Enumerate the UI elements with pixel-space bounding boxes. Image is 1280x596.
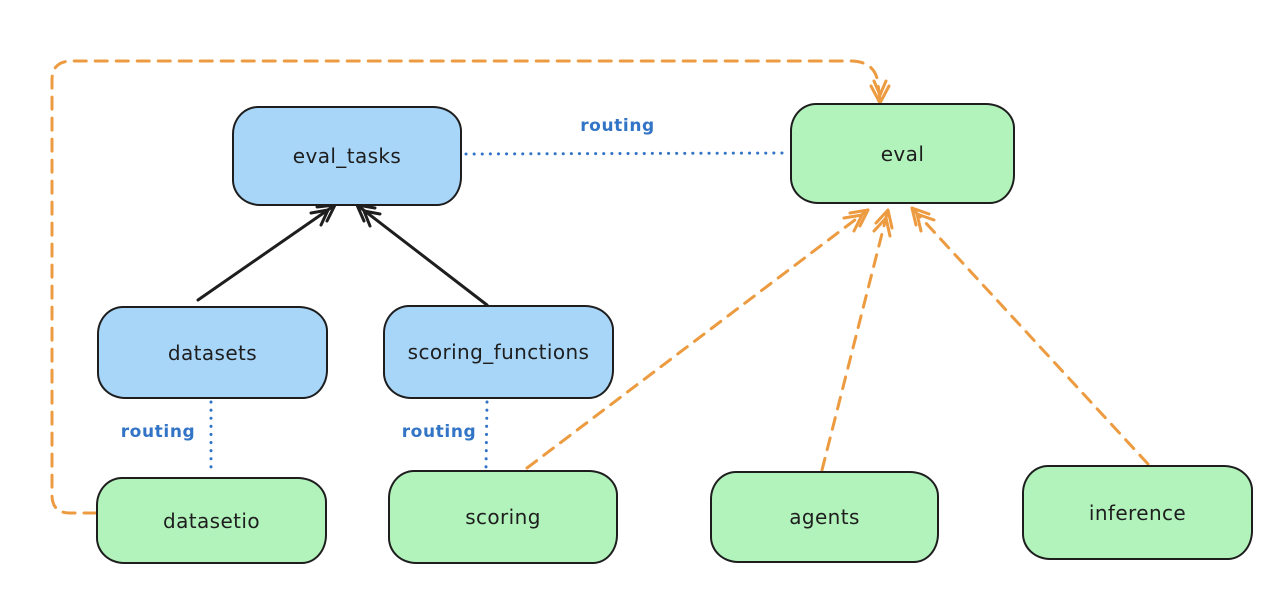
node-scoring-label: scoring (465, 505, 541, 529)
node-eval-tasks: eval_tasks (232, 106, 462, 206)
node-inference-label: inference (1088, 500, 1187, 525)
node-scoring-functions: scoring_functions (383, 305, 614, 399)
edge-label-routing-datasets-datasetio: routing (120, 422, 196, 442)
edge-scoring-functions-to-eval-tasks (355, 203, 489, 307)
edge-label-routing-eval-tasks-eval: routing (580, 116, 655, 136)
edge-datasetio-to-eval (50, 59, 891, 515)
edge-label-routing-scoring-functions-scoring: routing (401, 422, 477, 442)
node-scoring-functions-label: scoring_functions (407, 340, 590, 364)
node-eval: eval (790, 103, 1015, 204)
node-agents: agents (710, 471, 939, 563)
node-datasetio: datasetio (96, 477, 327, 564)
node-agents-label: agents (789, 505, 860, 529)
edge-routing-eval-tasks-to-eval (464, 151, 788, 156)
node-datasets: datasets (97, 306, 328, 399)
node-eval-label: eval (880, 141, 925, 166)
node-eval-tasks-label: eval_tasks (292, 144, 402, 168)
edge-datasets-to-eval-tasks (196, 203, 337, 302)
node-inference: inference (1022, 465, 1253, 560)
edge-agents-to-eval (820, 208, 894, 472)
edge-inference-to-eval (910, 206, 1150, 466)
node-datasetio-label: datasetio (162, 508, 260, 533)
node-scoring: scoring (388, 470, 618, 564)
node-datasets-label: datasets (167, 340, 258, 365)
